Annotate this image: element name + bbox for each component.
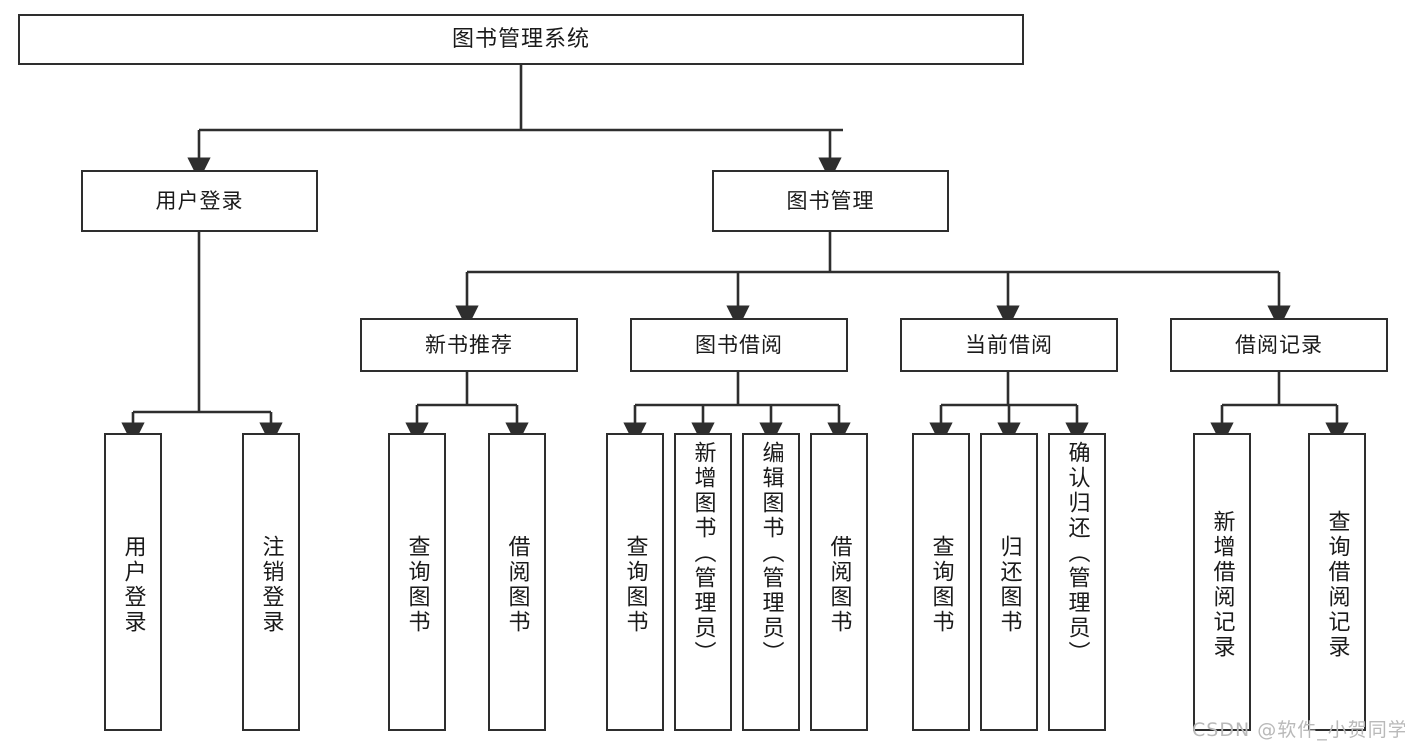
node-label: 图书管理 xyxy=(786,188,875,213)
node-label: 借阅图书 xyxy=(504,535,530,635)
node-label: 确认归还（管理员） xyxy=(1064,441,1090,666)
node-label: 用户登录 xyxy=(120,535,146,635)
node-label: 新增借阅记录 xyxy=(1209,510,1235,660)
node-leaf-query-book-2[interactable]: 查询图书 xyxy=(606,433,664,731)
node-borrow-record[interactable]: 借阅记录 xyxy=(1170,318,1388,372)
node-label: 归还图书 xyxy=(996,535,1022,635)
node-label: 用户登录 xyxy=(155,188,244,213)
csdn-watermark: CSDN @软件_小贺同学 xyxy=(1192,719,1405,741)
node-leaf-borrow-book-1[interactable]: 借阅图书 xyxy=(488,433,546,731)
node-book-borrow[interactable]: 图书借阅 xyxy=(630,318,848,372)
node-label: 借阅记录 xyxy=(1235,332,1323,357)
node-book-manage[interactable]: 图书管理 xyxy=(712,170,949,232)
node-leaf-query-borrow-record[interactable]: 查询借阅记录 xyxy=(1308,433,1366,731)
node-leaf-confirm-return[interactable]: 确认归还（管理员） xyxy=(1048,433,1106,731)
node-label: 新书推荐 xyxy=(425,332,513,357)
node-leaf-logout-login[interactable]: 注销登录 xyxy=(242,433,300,731)
node-label: 借阅图书 xyxy=(826,535,852,635)
node-label: 查询图书 xyxy=(404,535,430,635)
node-user-login[interactable]: 用户登录 xyxy=(81,170,318,232)
node-label: 图书借阅 xyxy=(695,332,783,357)
node-label: 注销登录 xyxy=(258,535,284,635)
node-label: 查询图书 xyxy=(622,535,648,635)
node-label: 当前借阅 xyxy=(965,332,1053,357)
node-new-book-recommend[interactable]: 新书推荐 xyxy=(360,318,578,372)
node-label: 查询图书 xyxy=(928,535,954,635)
node-label: 查询借阅记录 xyxy=(1324,510,1350,660)
node-label: 编辑图书（管理员） xyxy=(758,441,784,666)
node-leaf-return-book[interactable]: 归还图书 xyxy=(980,433,1038,731)
node-leaf-add-borrow-record[interactable]: 新增借阅记录 xyxy=(1193,433,1251,731)
node-leaf-borrow-book-2[interactable]: 借阅图书 xyxy=(810,433,868,731)
node-root-book-management-system[interactable]: 图书管理系统 xyxy=(18,14,1024,65)
node-leaf-query-book-3[interactable]: 查询图书 xyxy=(912,433,970,731)
node-leaf-add-book[interactable]: 新增图书（管理员） xyxy=(674,433,732,731)
node-leaf-query-book-1[interactable]: 查询图书 xyxy=(388,433,446,731)
node-leaf-user-login[interactable]: 用户登录 xyxy=(104,433,162,731)
node-label: 新增图书（管理员） xyxy=(690,441,716,666)
node-label: 图书管理系统 xyxy=(451,26,590,52)
node-leaf-edit-book[interactable]: 编辑图书（管理员） xyxy=(742,433,800,731)
node-current-borrow[interactable]: 当前借阅 xyxy=(900,318,1118,372)
